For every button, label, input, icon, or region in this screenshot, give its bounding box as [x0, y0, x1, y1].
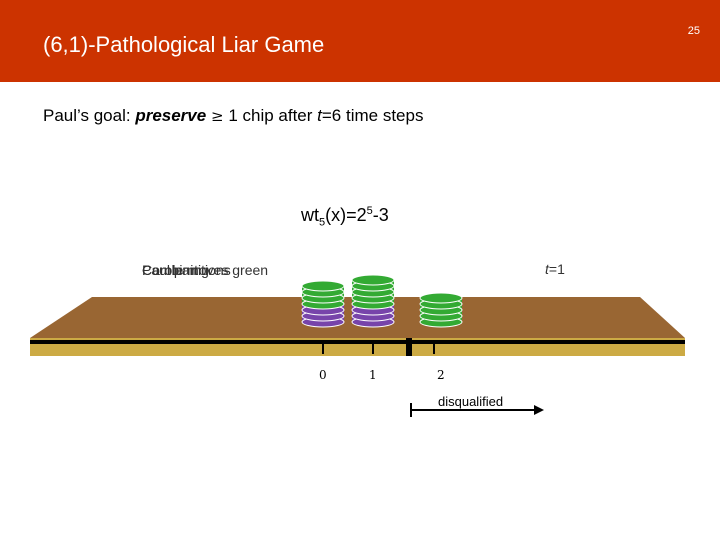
time-value: =1 [548, 261, 565, 277]
weight-sub: 5 [319, 216, 326, 229]
goal-relation: ≥ [206, 107, 229, 125]
slide-header: 25 (6,1)-Pathological Liar Game [0, 0, 720, 82]
chip-stacks [301, 274, 463, 328]
tick-label-1: 1 [369, 368, 377, 382]
goal-statement: Paul’s goal: preserve ≥ 1 chip after t=6… [43, 106, 423, 126]
phase-label-partition: Paul partitions [142, 262, 231, 278]
weight-end: -3 [372, 205, 389, 225]
chip-top [301, 280, 345, 292]
time-label: t=1 [545, 261, 565, 277]
tick-label-2: 2 [437, 368, 445, 382]
tick-label-0: 0 [319, 368, 327, 382]
weight-mid: (x)=2 [325, 205, 367, 225]
disqualified-label: disqualified [438, 394, 504, 409]
slide-number: 25 [687, 25, 700, 37]
goal-var: t [317, 106, 322, 125]
slide-title: (6,1)-Pathological Liar Game [43, 32, 325, 57]
goal-emphasis: preserve [135, 106, 207, 125]
time-var: t [545, 261, 549, 277]
chip-top [351, 274, 395, 286]
weight-sup: 5 [366, 205, 373, 217]
phase-label-combine: Combining [142, 262, 209, 278]
chip-top [419, 292, 463, 304]
number-line [30, 340, 685, 344]
disqualified-arrow-head [534, 405, 544, 415]
goal-prefix: Paul’s goal: [43, 106, 136, 125]
threshold-marker [406, 338, 412, 356]
weight-base: wt [301, 205, 319, 225]
goal-suffix: =6 time steps [321, 106, 424, 125]
phase-label-move: Carole moves green [142, 262, 269, 278]
weight-formula: wt5(x)=25-3 [301, 205, 389, 229]
goal-middle: 1 chip after [228, 106, 318, 125]
